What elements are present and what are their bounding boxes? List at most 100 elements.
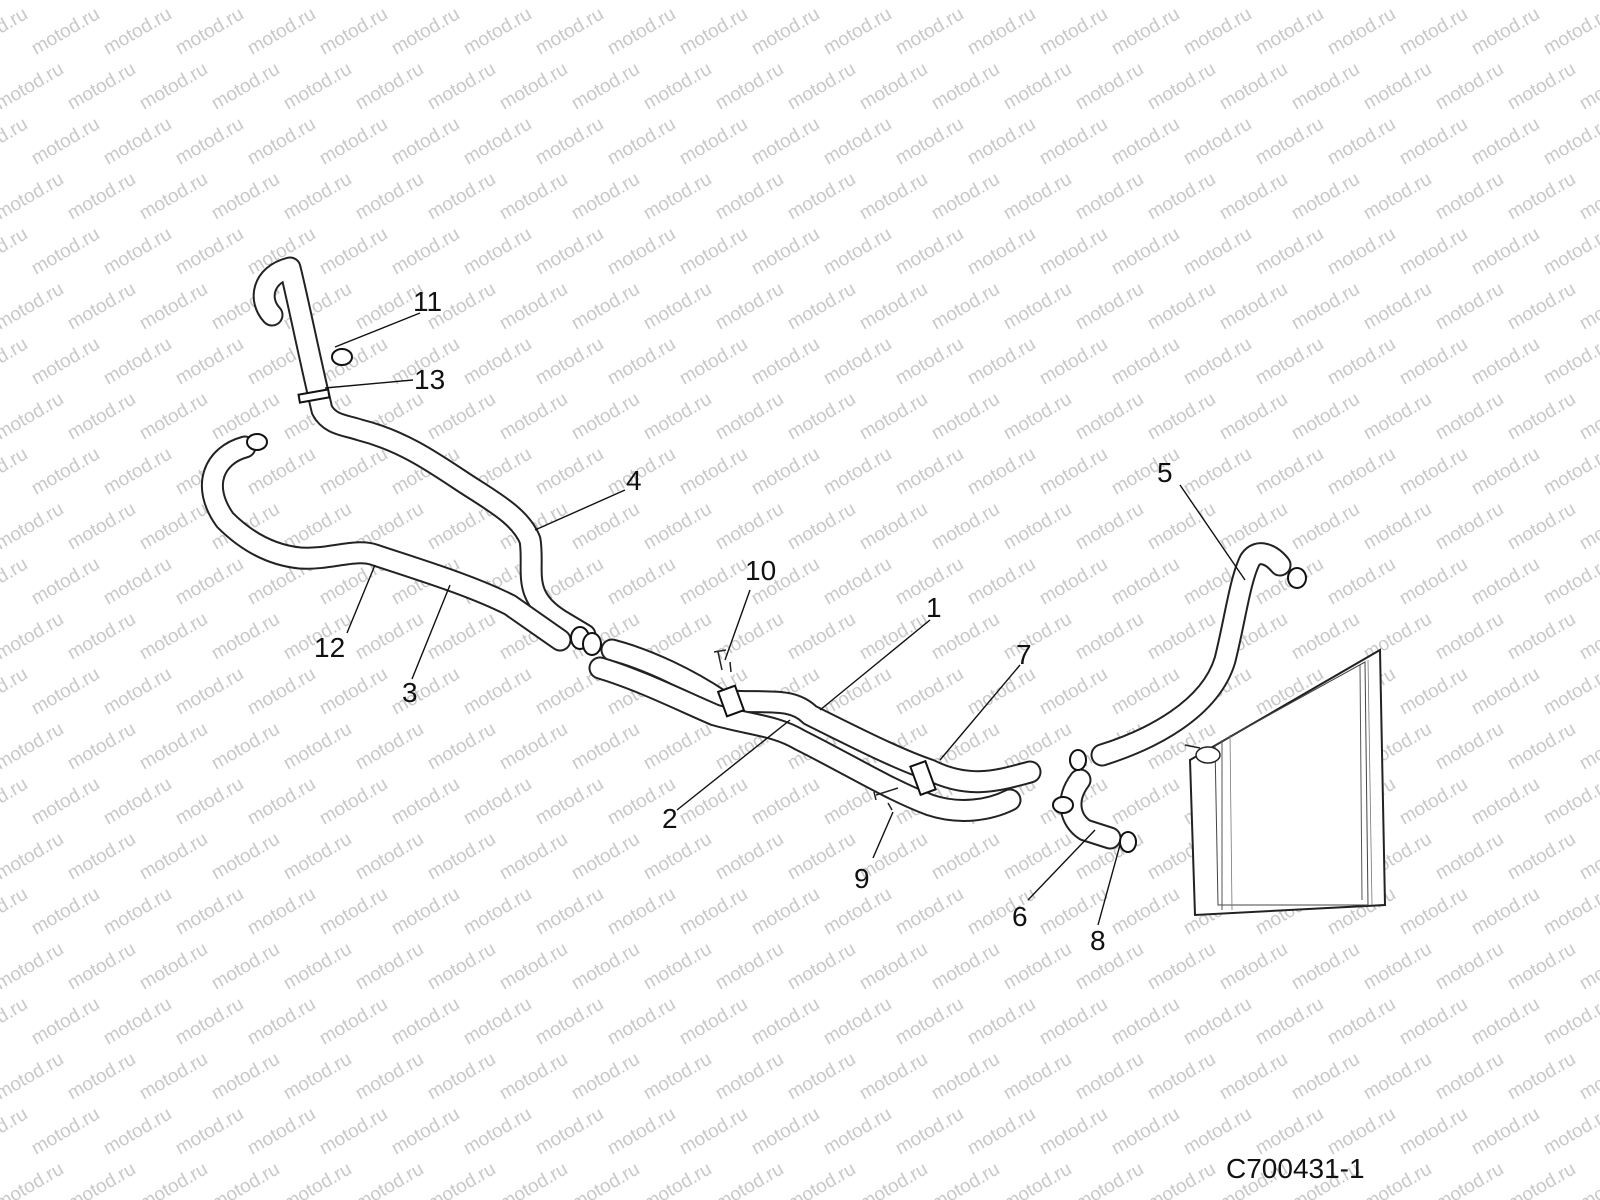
watermark-text: motod.ru [532,334,607,390]
callout-9: 9 [854,863,870,894]
hose-1 [600,638,1042,794]
watermark-text: motod.ru [532,884,607,940]
watermark-text: motod.ru [820,554,895,610]
hose-4 [252,256,597,647]
watermark-text: motod.ru [460,4,535,60]
watermark-text: motod.ru [1288,1049,1363,1105]
callout-3: 3 [402,677,418,708]
watermark-text: motod.ru [568,1049,643,1105]
watermark-text: motod.ru [1108,224,1183,280]
callout-1: 1 [926,592,942,623]
watermark-text: motod.ru [64,829,139,885]
watermark-text: motod.ru [0,279,67,335]
watermark-text: motod.ru [1036,444,1111,500]
watermark-text: motod.ru [244,664,319,720]
watermark-text: motod.ru [1504,169,1579,225]
watermark-text: motod.ru [316,334,391,390]
watermark-text: motod.ru [1468,664,1543,720]
watermark-text: motod.ru [0,939,67,995]
watermark-text: motod.ru [1216,939,1291,995]
watermark-text: motod.ru [1540,664,1600,720]
watermark-text: motod.ru [172,4,247,60]
watermark-text: motod.ru [136,499,211,555]
watermark-text: motod.ru [640,939,715,995]
watermark-text: motod.ru [676,884,751,940]
watermark-text: motod.ru [388,4,463,60]
watermark-text: motod.ru [1072,389,1147,445]
watermark-text: motod.ru [748,444,823,500]
watermark-text: motod.ru [1252,1104,1327,1160]
watermark-text: motod.ru [352,59,427,115]
watermark-text: motod.ru [424,829,499,885]
watermark-text: motod.ru [172,334,247,390]
watermark-text: motod.ru [1576,829,1600,885]
watermark-text: motod.ru [784,499,859,555]
watermark-text: motod.ru [1468,4,1543,60]
watermark-text: motod.ru [208,829,283,885]
watermark-text: motod.ru [1432,1049,1507,1105]
watermark-text: motod.ru [640,499,715,555]
watermark-text: motod.ru [1288,609,1363,665]
watermark-text: motod.ru [1396,4,1471,60]
watermark-text: motod.ru [388,994,463,1050]
watermark-text: motod.ru [1288,279,1363,335]
watermark-text: motod.ru [1324,224,1399,280]
watermark-text: motod.ru [964,664,1039,720]
watermark-text: motod.ru [172,1104,247,1160]
watermark-text: motod.ru [1468,994,1543,1050]
watermark-text: motod.ru [424,169,499,225]
watermark-text: motod.ru [712,499,787,555]
watermark-text: motod.ru [172,994,247,1050]
watermark-text: motod.ru [1540,554,1600,610]
watermark-text: motod.ru [748,774,823,830]
watermark-text: motod.ru [748,114,823,170]
watermark-text: motod.ru [28,664,103,720]
watermark-text: motod.ru [1432,499,1507,555]
watermark-text: motod.ru [856,279,931,335]
watermark-text: motod.ru [676,334,751,390]
watermark-text: motod.ru [712,609,787,665]
watermark-text: motod.ru [352,719,427,775]
watermark-text: motod.ru [1144,939,1219,995]
watermark-text: motod.ru [496,1049,571,1105]
watermark-text: motod.ru [1504,0,1579,4]
watermark-text: motod.ru [388,664,463,720]
watermark-text: motod.ru [244,994,319,1050]
watermark-text: motod.ru [532,444,607,500]
watermark-text: motod.ru [1396,994,1471,1050]
watermark-text: motod.ru [1108,1104,1183,1160]
watermark-text: motod.ru [964,4,1039,60]
watermark-text: motod.ru [1072,1049,1147,1105]
watermark-text: motod.ru [784,1159,859,1200]
watermark-text: motod.ru [0,774,31,830]
watermark-text: motod.ru [676,224,751,280]
watermark-text: motod.ru [928,389,1003,445]
watermark-text: motod.ru [28,554,103,610]
watermark-text: motod.ru [892,114,967,170]
watermark-text: motod.ru [892,4,967,60]
watermark-text: motod.ru [964,334,1039,390]
watermark-text: motod.ru [676,4,751,60]
watermark-text: motod.ru [0,719,67,775]
watermark-text: motod.ru [424,1049,499,1105]
watermark-text: motod.ru [1504,279,1579,335]
watermark-text: motod.ru [820,664,895,720]
watermark-text: motod.ru [892,994,967,1050]
watermark-text: motod.ru [1576,1159,1600,1200]
watermark-text: motod.ru [28,114,103,170]
watermark-text: motod.ru [1072,59,1147,115]
watermark-text: motod.ru [928,829,1003,885]
watermark-text: motod.ru [748,994,823,1050]
watermark-text: motod.ru [64,279,139,335]
watermark-text: motod.ru [0,554,31,610]
watermark-text: motod.ru [460,1104,535,1160]
watermark-text: motod.ru [640,279,715,335]
watermark-text: motod.ru [28,4,103,60]
watermark-text: motod.ru [1468,224,1543,280]
watermark-text: motod.ru [208,169,283,225]
watermark-text: motod.ru [0,499,67,555]
watermark-text: motod.ru [856,169,931,225]
watermark-text: motod.ru [280,829,355,885]
callout-2: 2 [662,803,678,834]
watermark-text: motod.ru [1036,334,1111,390]
